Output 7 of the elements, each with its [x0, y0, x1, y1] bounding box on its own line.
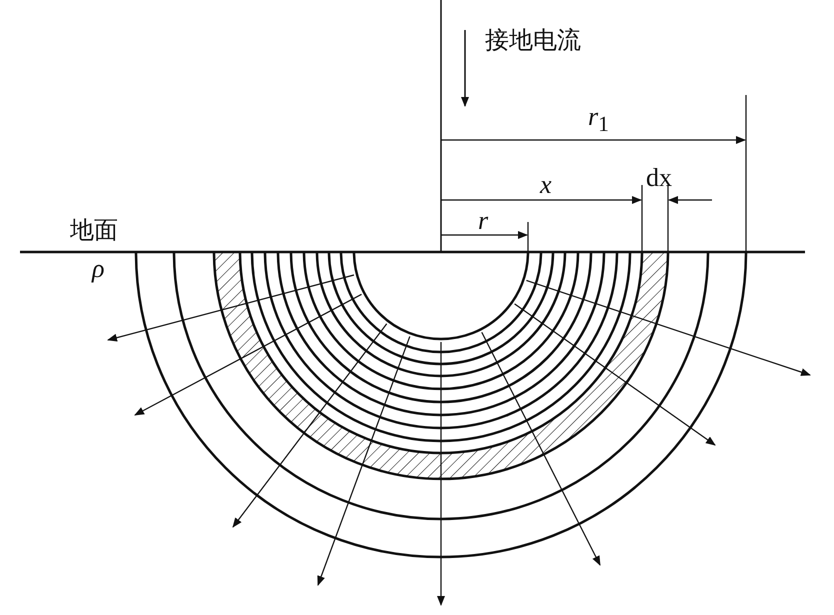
dimension-label: r$_{1}$ [588, 104, 609, 136]
resistivity-label: ρ [92, 256, 104, 282]
dimension-label: x [540, 172, 552, 198]
current-label: 接地电流 [485, 28, 581, 52]
dimension-label: dx [646, 165, 672, 191]
ground-label: 地面 [70, 218, 118, 242]
dimension-label: r [478, 208, 488, 234]
